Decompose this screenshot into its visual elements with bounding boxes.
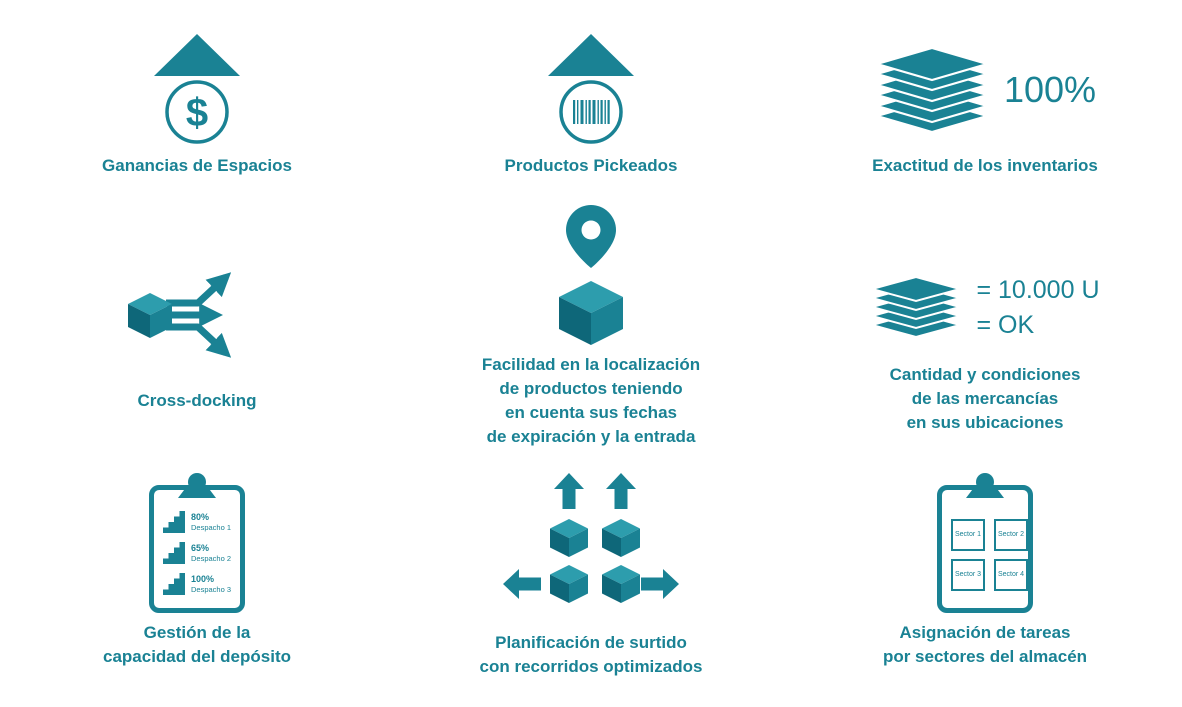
up-arrow-icon xyxy=(554,473,584,509)
feature-card-cantidad: = 10.000 U = OK Cantidad y condiciones d… xyxy=(788,203,1182,471)
accuracy-value: 100% xyxy=(1003,69,1097,110)
feature-card-planificacion: Planificación de surtido con recorridos … xyxy=(394,471,788,707)
product-location-icon xyxy=(545,203,637,347)
gauge-row: 80% Despacho 1 xyxy=(159,511,235,533)
space-gains-icon: $ xyxy=(141,34,253,146)
gauge-row: 100% Despacho 3 xyxy=(159,573,235,595)
circle-outline xyxy=(165,80,229,144)
pallet-stack-small-icon xyxy=(870,275,963,339)
up-arrow-icon xyxy=(548,34,634,76)
feature-label: Gestión de la capacidad del depósito xyxy=(103,623,291,667)
direction-arrows xyxy=(503,473,679,599)
equation-ok: = OK xyxy=(976,311,1035,339)
barcode-growth-icon xyxy=(548,34,634,144)
cube-icon xyxy=(550,565,588,603)
feature-card-localizacion: Facilidad en la localización de producto… xyxy=(394,203,788,471)
feature-label: Ganancias de Espacios xyxy=(102,156,292,175)
gauge-percent: 80% xyxy=(190,512,209,523)
right-arrow-icon xyxy=(641,569,679,599)
inventory-accuracy-icon: 100% xyxy=(873,34,1097,146)
gauge-percent: 100% xyxy=(190,574,215,585)
box-split-arrows-icon xyxy=(128,272,232,358)
pin-hole xyxy=(581,220,601,240)
feature-label: Cross-docking xyxy=(137,391,257,410)
feature-label: Productos Pickeados xyxy=(504,156,678,175)
clipboard-clip xyxy=(178,473,216,498)
picking-routes-icon xyxy=(501,473,681,623)
dollar-growth-icon: $ xyxy=(154,34,240,144)
feature-card-crossdocking: Cross-docking xyxy=(0,203,394,471)
up-arrow-icon xyxy=(606,473,636,509)
clipboard-board: Sector 1 Sector 2 Sector 3 Sector 4 xyxy=(937,485,1033,613)
equation-units: = 10.000 U xyxy=(976,275,1100,304)
cube-icon xyxy=(559,281,623,345)
branch-arrows xyxy=(166,272,232,358)
sector-grid: Sector 1 Sector 2 Sector 3 Sector 4 xyxy=(947,515,1028,591)
sector-box: Sector 3 xyxy=(951,559,985,591)
gauge-label: Despacho 2 xyxy=(190,553,232,563)
feature-label: Asignación de tareas por sectores del al… xyxy=(882,623,1088,667)
sector-box: Sector 1 xyxy=(951,519,985,551)
picked-products-icon xyxy=(535,34,647,146)
quantity-conditions-icon: = 10.000 U = OK xyxy=(870,275,1100,341)
stairs-icon xyxy=(162,573,185,595)
cube-icon xyxy=(550,519,588,557)
feature-label: Cantidad y condiciones de las mercancías… xyxy=(889,365,1081,433)
gauge-percent: 65% xyxy=(190,543,209,554)
stairs-icon xyxy=(162,511,185,533)
cross-docking-icon xyxy=(122,257,272,379)
cube-icon xyxy=(602,565,640,603)
clipboard-clip xyxy=(966,473,1004,498)
circle-outline xyxy=(559,80,623,144)
cube-icon xyxy=(128,293,172,338)
capacity-clipboard-icon: 80% Despacho 1 65% Despacho 2 xyxy=(149,473,245,613)
stacked-layers xyxy=(873,46,990,134)
up-arrow-icon xyxy=(154,34,240,76)
sectors-clipboard-icon: Sector 1 Sector 2 Sector 3 Sector 4 xyxy=(937,473,1033,613)
dollar-sign: $ xyxy=(186,91,208,135)
cubes-arrows-icon xyxy=(503,473,679,603)
feature-card-asignacion: Sector 1 Sector 2 Sector 3 Sector 4 Asig… xyxy=(788,471,1182,707)
feature-label: Planificación de surtido con recorridos … xyxy=(479,633,703,677)
stacked-layers xyxy=(870,275,963,339)
clipboard-board: 80% Despacho 1 65% Despacho 2 xyxy=(149,485,245,613)
feature-card-exactitud: 100% Exactitud de los inventarios xyxy=(788,18,1182,203)
left-arrow-icon xyxy=(503,569,541,599)
gauge-label: Despacho 3 xyxy=(190,584,232,594)
gauge-label: Despacho 1 xyxy=(190,522,232,532)
feature-card-pickeados: Productos Pickeados xyxy=(394,18,788,203)
feature-card-ganancias: $ Ganancias de Espacios xyxy=(0,18,394,203)
stairs-icon xyxy=(162,542,185,564)
gauge-row: 65% Despacho 2 xyxy=(159,542,235,564)
pallet-stack-icon xyxy=(873,46,990,134)
equations: = 10.000 U = OK xyxy=(976,275,1100,340)
feature-label: Exactitud de los inventarios xyxy=(872,156,1098,175)
sector-box: Sector 2 xyxy=(994,519,1028,551)
cube-icon xyxy=(602,519,640,557)
barcode-icon xyxy=(573,100,610,124)
pin-over-cube-icon xyxy=(559,205,623,345)
feature-card-capacidad: 80% Despacho 1 65% Despacho 2 xyxy=(0,471,394,707)
feature-label: Facilidad en la localización de producto… xyxy=(481,355,701,447)
sector-box: Sector 4 xyxy=(994,559,1028,591)
